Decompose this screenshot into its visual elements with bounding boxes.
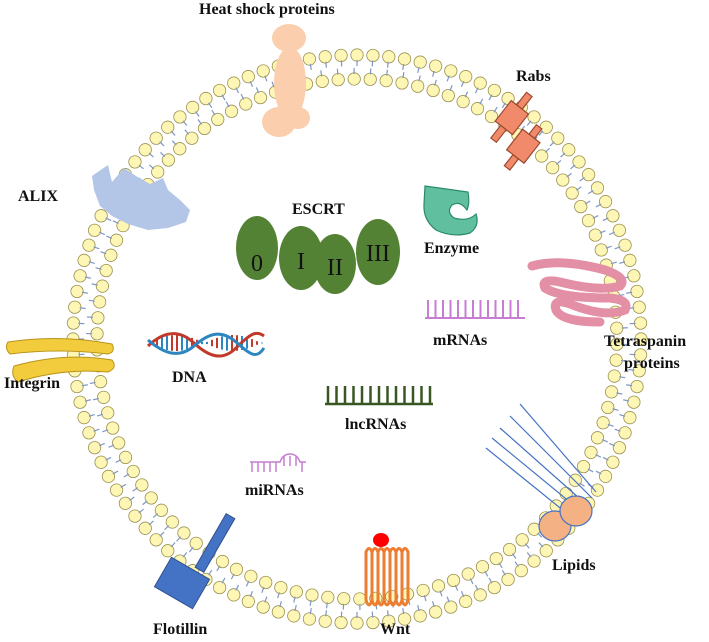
escrt-subunit-0-label: 0 — [251, 252, 263, 276]
label-heat-shock-proteins: Heat shock proteins — [199, 2, 335, 18]
escrt-subunit-III-label: III — [366, 242, 390, 266]
escrt-subunit-I-label: I — [297, 250, 305, 274]
mirna-icon — [250, 454, 306, 472]
label-mrnas: mRNAs — [433, 333, 487, 349]
label-enzyme: Enzyme — [424, 241, 479, 257]
label-integrin: Integrin — [4, 376, 60, 392]
label-mirnas: miRNAs — [245, 483, 304, 499]
label-flotillin: Flotillin — [153, 622, 207, 638]
label-lipids: Lipids — [552, 558, 596, 574]
lipid-raft-icon — [486, 404, 596, 541]
label-tetraspanin-line1: Tetraspanin — [604, 334, 686, 350]
heat-shock-protein-icon — [262, 24, 310, 137]
label-wnt: Wnt — [380, 622, 410, 638]
label-lncrnas: lncRNAs — [345, 417, 406, 433]
label-escrt: ESCRT — [292, 202, 345, 218]
label-alix: ALIX — [18, 189, 58, 205]
mrna-icon — [425, 300, 525, 318]
label-tetraspanin-line2: proteins — [624, 356, 680, 372]
label-dna: DNA — [172, 370, 207, 386]
enzyme-icon — [424, 186, 477, 235]
lipid-bilayer-membrane — [67, 49, 647, 629]
escrt-subunit-II-label: II — [327, 256, 343, 280]
lncrna-icon — [325, 386, 433, 404]
label-rabs: Rabs — [516, 69, 551, 85]
alix-protein-icon — [92, 165, 190, 230]
dna-helix-icon — [148, 333, 264, 356]
